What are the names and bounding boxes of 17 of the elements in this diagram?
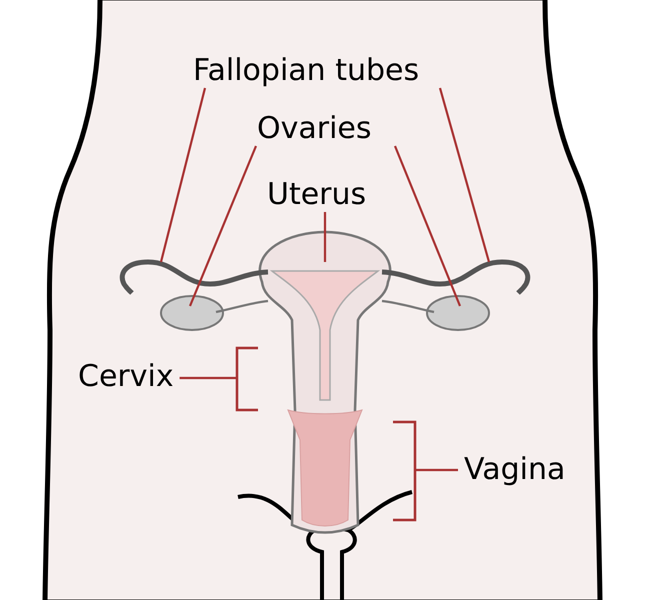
ligament-band (216, 300, 268, 314)
part-label: Fallopian tubes (193, 56, 420, 86)
part-label: Cervix (78, 362, 174, 392)
leader-line (180, 376, 237, 380)
part-label: Vagina (464, 455, 566, 485)
leader-line (160, 88, 206, 262)
leader-line (438, 88, 490, 262)
part-label: Ovaries (257, 114, 372, 144)
leader-line (415, 468, 458, 472)
ovary-drawing (426, 295, 490, 331)
fallopian-tube-drawing (120, 260, 268, 295)
fallopian-tube-drawing (382, 260, 530, 295)
uterus-drawing (258, 230, 392, 534)
part-label: Uterus (267, 180, 366, 210)
ligament-band (382, 300, 434, 314)
leader-line (324, 212, 326, 262)
ovary-drawing (160, 295, 224, 331)
